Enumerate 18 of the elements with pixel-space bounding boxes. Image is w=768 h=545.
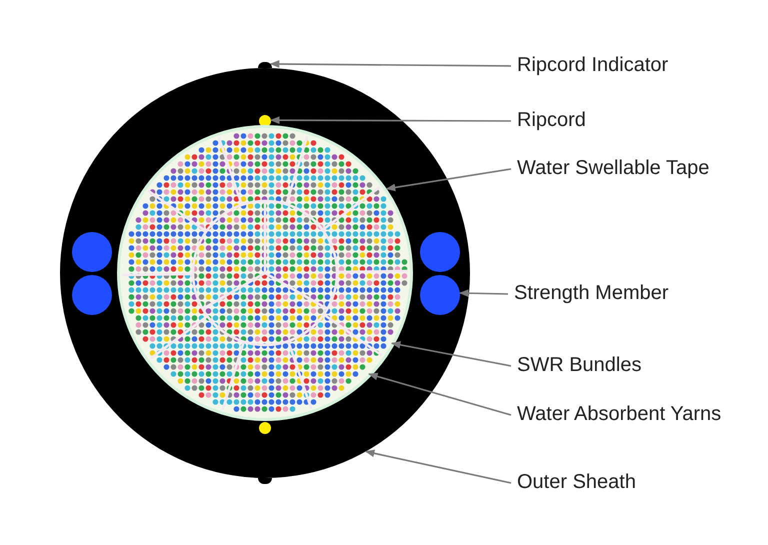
leader-line (390, 341, 512, 367)
strength-member (420, 275, 460, 315)
part-label: Water Swellable Tape (517, 158, 710, 178)
leader-line (270, 116, 511, 124)
part-label: SWR Bundles (517, 355, 642, 375)
strength-member (72, 232, 112, 272)
leader-line (458, 289, 508, 298)
part-label: Outer Sheath (517, 472, 636, 492)
strength-member (420, 232, 460, 272)
leader-line (386, 168, 512, 192)
part-label: Ripcord (517, 110, 586, 130)
strength-member (72, 275, 112, 315)
part-label: Strength Member (514, 283, 669, 303)
part-label: Ripcord Indicator (517, 55, 668, 75)
leader-line (364, 450, 512, 484)
leader-line (270, 60, 511, 68)
part-label: Water Absorbent Yarns (517, 404, 722, 424)
leader-line (368, 372, 512, 416)
